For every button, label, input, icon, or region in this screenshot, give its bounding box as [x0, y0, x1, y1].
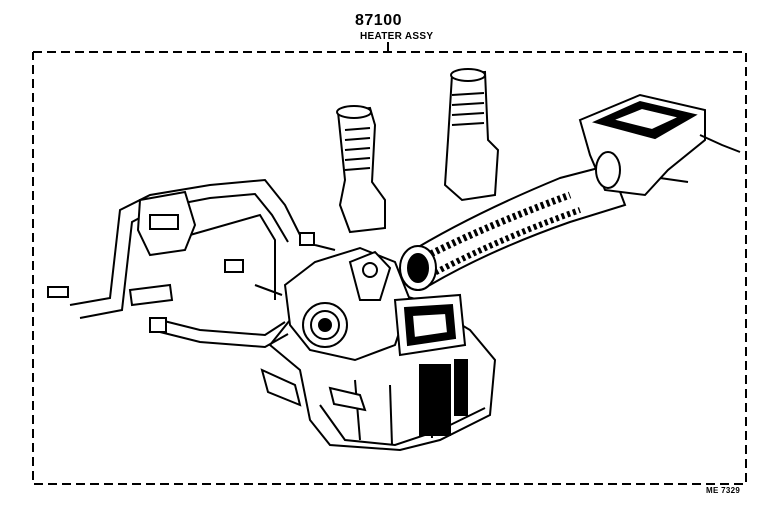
- defroster-duct-right: [443, 68, 500, 202]
- part-number-label: 87100: [355, 12, 402, 29]
- reference-code-label: ME 7329: [706, 486, 741, 495]
- blower-section: [283, 246, 412, 362]
- part-name-label: HEATER ASSY: [360, 31, 434, 42]
- air-duct-hose: [399, 163, 627, 291]
- fasteners: [47, 232, 336, 333]
- assembly-boundary: [32, 51, 747, 485]
- air-intake-box: [578, 93, 741, 197]
- defroster-duct-left: [336, 105, 386, 234]
- air-outlet: [393, 293, 467, 357]
- water-valve: [128, 190, 197, 307]
